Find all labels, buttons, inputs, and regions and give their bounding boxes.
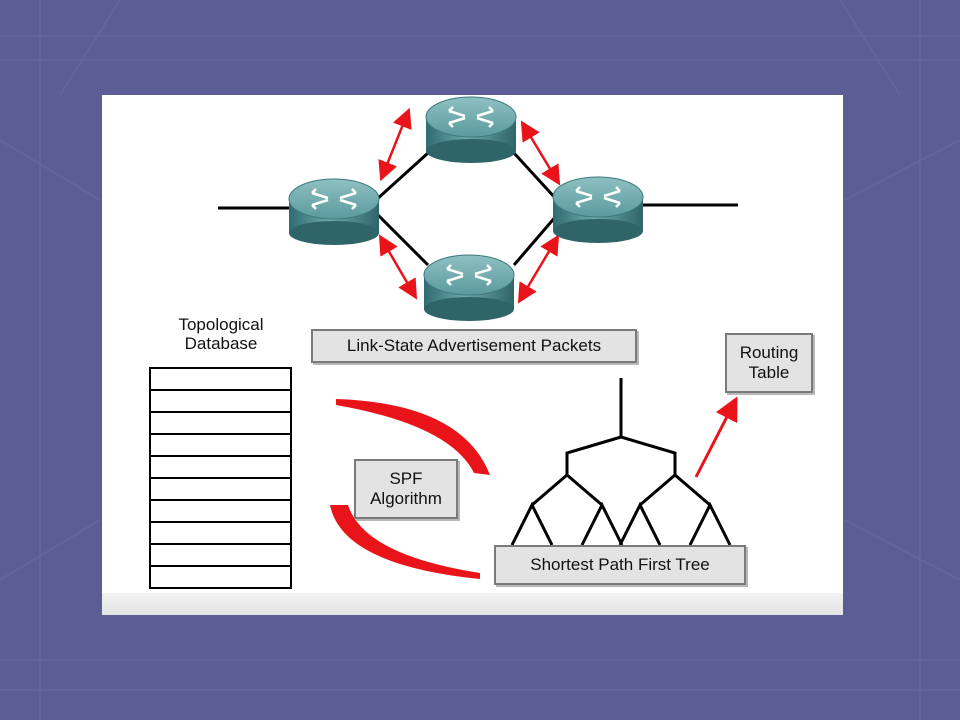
panel-footer-strip (102, 593, 843, 615)
database-row (149, 413, 292, 435)
spf-algorithm-line2: Algorithm (370, 489, 442, 508)
link-state-diagram (218, 96, 738, 579)
flow-arc-top (336, 399, 490, 475)
spf-tree (510, 378, 732, 546)
database-row (149, 523, 292, 545)
topological-database-label-line1: Topological (178, 315, 264, 334)
database-row (149, 545, 292, 567)
lsa-packets-label: Link-State Advertisement Packets (311, 329, 637, 363)
flow-arc-bottom (330, 505, 480, 579)
diagram-panel: Topological Database Link-State Advertis… (102, 95, 843, 615)
topological-database-label-line2: Database (184, 334, 258, 353)
database-row (149, 501, 292, 523)
topological-database-label: Topological Database (160, 315, 282, 353)
router-icon-top (425, 96, 517, 163)
database-row (149, 391, 292, 413)
lsa-flood-arrows (378, 107, 561, 304)
router-icon-bottom (423, 254, 515, 321)
database-row (149, 367, 292, 391)
routing-table-box: Routing Table (725, 333, 813, 393)
routing-table-line2: Table (748, 363, 790, 382)
database-row (149, 567, 292, 589)
router-icon-left (288, 178, 380, 245)
database-row (149, 435, 292, 457)
spf-algorithm-box: SPF Algorithm (354, 459, 458, 519)
routing-table-line1: Routing (739, 343, 799, 362)
database-row (149, 479, 292, 501)
router-icon-right (552, 176, 644, 243)
spf-algorithm-line1: SPF (389, 469, 423, 488)
spf-tree-label: Shortest Path First Tree (494, 545, 746, 585)
database-row (149, 457, 292, 479)
to-routing-table-arrow (694, 396, 738, 478)
